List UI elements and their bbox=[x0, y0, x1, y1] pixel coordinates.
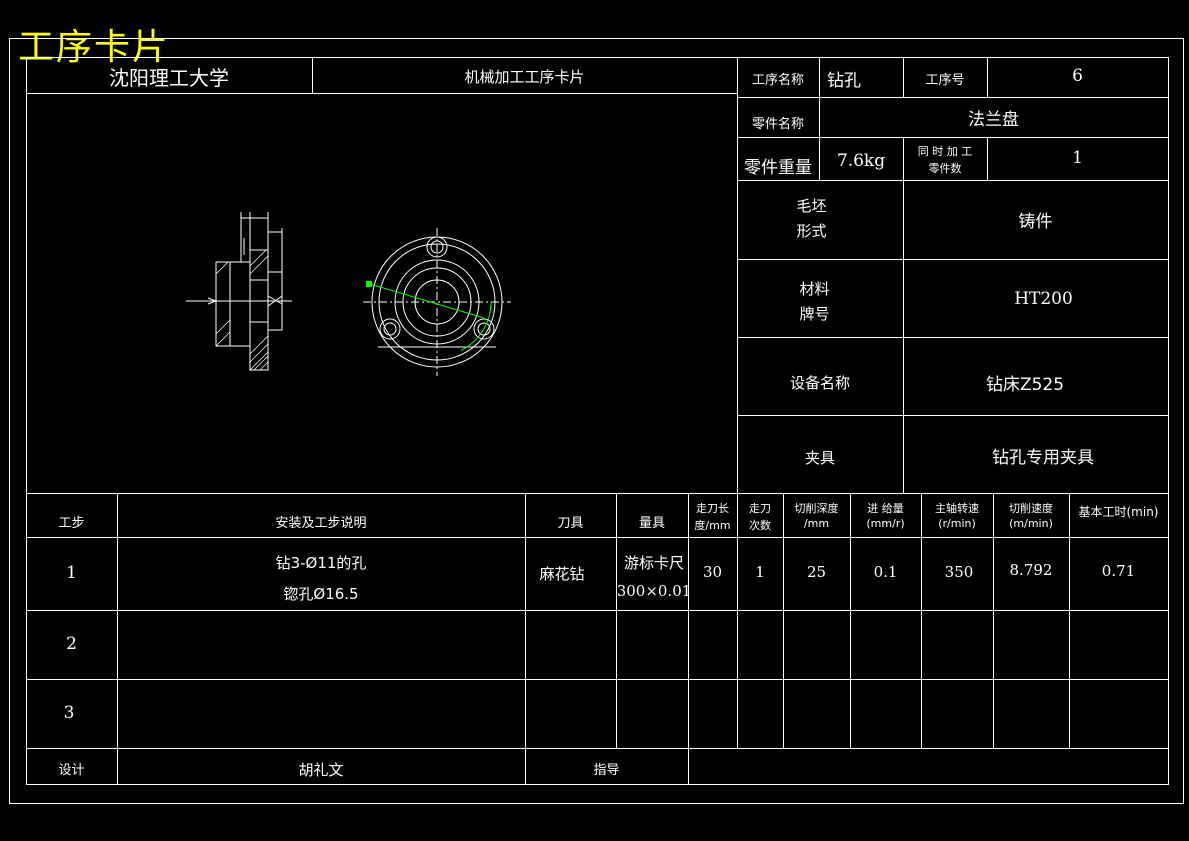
material-label-1: 材料 bbox=[799, 280, 830, 298]
part-name-label: 零件名称 bbox=[751, 117, 804, 132]
same-time-label-1: 同 时 加 工 bbox=[917, 145, 973, 158]
th-time: 基本工时(min) bbox=[1078, 505, 1159, 519]
th-feed-length-1: 走刀长 bbox=[696, 502, 729, 515]
equipment-label: 设备名称 bbox=[789, 374, 850, 392]
highlight-marker bbox=[366, 281, 372, 287]
school-name: 沈阳理工大学 bbox=[109, 66, 229, 90]
fixture: 钻孔专用夹具 bbox=[992, 448, 1094, 468]
row1-passes: 1 bbox=[755, 563, 765, 581]
part-weight-label: 零件重量 bbox=[744, 158, 812, 178]
row1-gauge-2: 300×0.01 bbox=[616, 582, 692, 600]
th-tool: 刀具 bbox=[557, 516, 584, 531]
th-cut-speed-2: (m/min) bbox=[1009, 517, 1053, 530]
th-feed-length-2: 度/mm bbox=[694, 519, 731, 532]
inner-frame bbox=[26, 57, 1169, 785]
th-feed-2: (mm/r) bbox=[866, 517, 905, 530]
front-view-drawing bbox=[363, 228, 511, 376]
op-name-label: 工序名称 bbox=[751, 73, 804, 88]
designer-name: 胡礼文 bbox=[298, 761, 344, 779]
th-speed-2: (r/min) bbox=[938, 517, 976, 530]
op-no: 6 bbox=[1072, 66, 1083, 86]
row1-feed-length: 30 bbox=[702, 563, 723, 581]
blank-label-2: 形式 bbox=[796, 222, 827, 240]
th-speed-1: 主轴转速 bbox=[935, 502, 979, 515]
th-desc: 安装及工步说明 bbox=[275, 516, 367, 531]
same-time-count: 1 bbox=[1072, 148, 1083, 168]
th-feed-1: 进 给量 bbox=[867, 502, 904, 515]
row1-time: 0.71 bbox=[1101, 562, 1136, 580]
op-no-label: 工序号 bbox=[925, 73, 965, 88]
design-label: 设计 bbox=[58, 763, 85, 778]
row1-gauge-1: 游标卡尺 bbox=[623, 554, 684, 572]
row1-speed: 350 bbox=[944, 563, 974, 581]
row1-cut-speed: 8.792 bbox=[1009, 561, 1053, 579]
row1-desc-1: 钻3-Ø11的孔 bbox=[275, 554, 367, 572]
fixture-label: 夹具 bbox=[804, 449, 835, 467]
th-depth-2: /mm bbox=[803, 517, 830, 530]
part-name: 法兰盘 bbox=[968, 110, 1019, 130]
row1-step: 1 bbox=[66, 563, 77, 583]
material: HT200 bbox=[1014, 289, 1073, 309]
row1-feed: 0.1 bbox=[873, 563, 898, 581]
card-type: 机械加工工序卡片 bbox=[464, 68, 585, 86]
row3-step: 3 bbox=[63, 703, 75, 723]
op-name: 钻孔 bbox=[827, 71, 861, 91]
card-title: 工序卡片 bbox=[18, 27, 171, 68]
outer-frame bbox=[9, 38, 1184, 804]
th-gauge: 量具 bbox=[638, 516, 665, 531]
th-step: 工步 bbox=[58, 516, 85, 531]
blank-label-1: 毛坯 bbox=[796, 197, 827, 215]
highlight-drill-line bbox=[369, 247, 492, 357]
row1-desc-2: 锪孔Ø16.5 bbox=[283, 585, 359, 603]
th-cut-speed-1: 切削速度 bbox=[1009, 502, 1053, 515]
th-passes-1: 走刀 bbox=[749, 502, 771, 515]
row2-step: 2 bbox=[66, 634, 77, 654]
guide-label: 指导 bbox=[593, 763, 620, 778]
th-depth-1: 切削深度 bbox=[794, 502, 839, 515]
section-view-drawing bbox=[186, 212, 292, 371]
blank-type: 铸件 bbox=[1018, 212, 1053, 232]
same-time-label-2: 零件数 bbox=[928, 162, 962, 175]
part-weight: 7.6kg bbox=[836, 151, 886, 171]
row1-tool: 麻花钻 bbox=[539, 565, 585, 583]
material-label-2: 牌号 bbox=[799, 305, 830, 323]
th-passes-2: 次数 bbox=[749, 519, 771, 532]
equipment: 钻床Z525 bbox=[985, 375, 1065, 395]
row1-depth: 25 bbox=[806, 563, 827, 581]
